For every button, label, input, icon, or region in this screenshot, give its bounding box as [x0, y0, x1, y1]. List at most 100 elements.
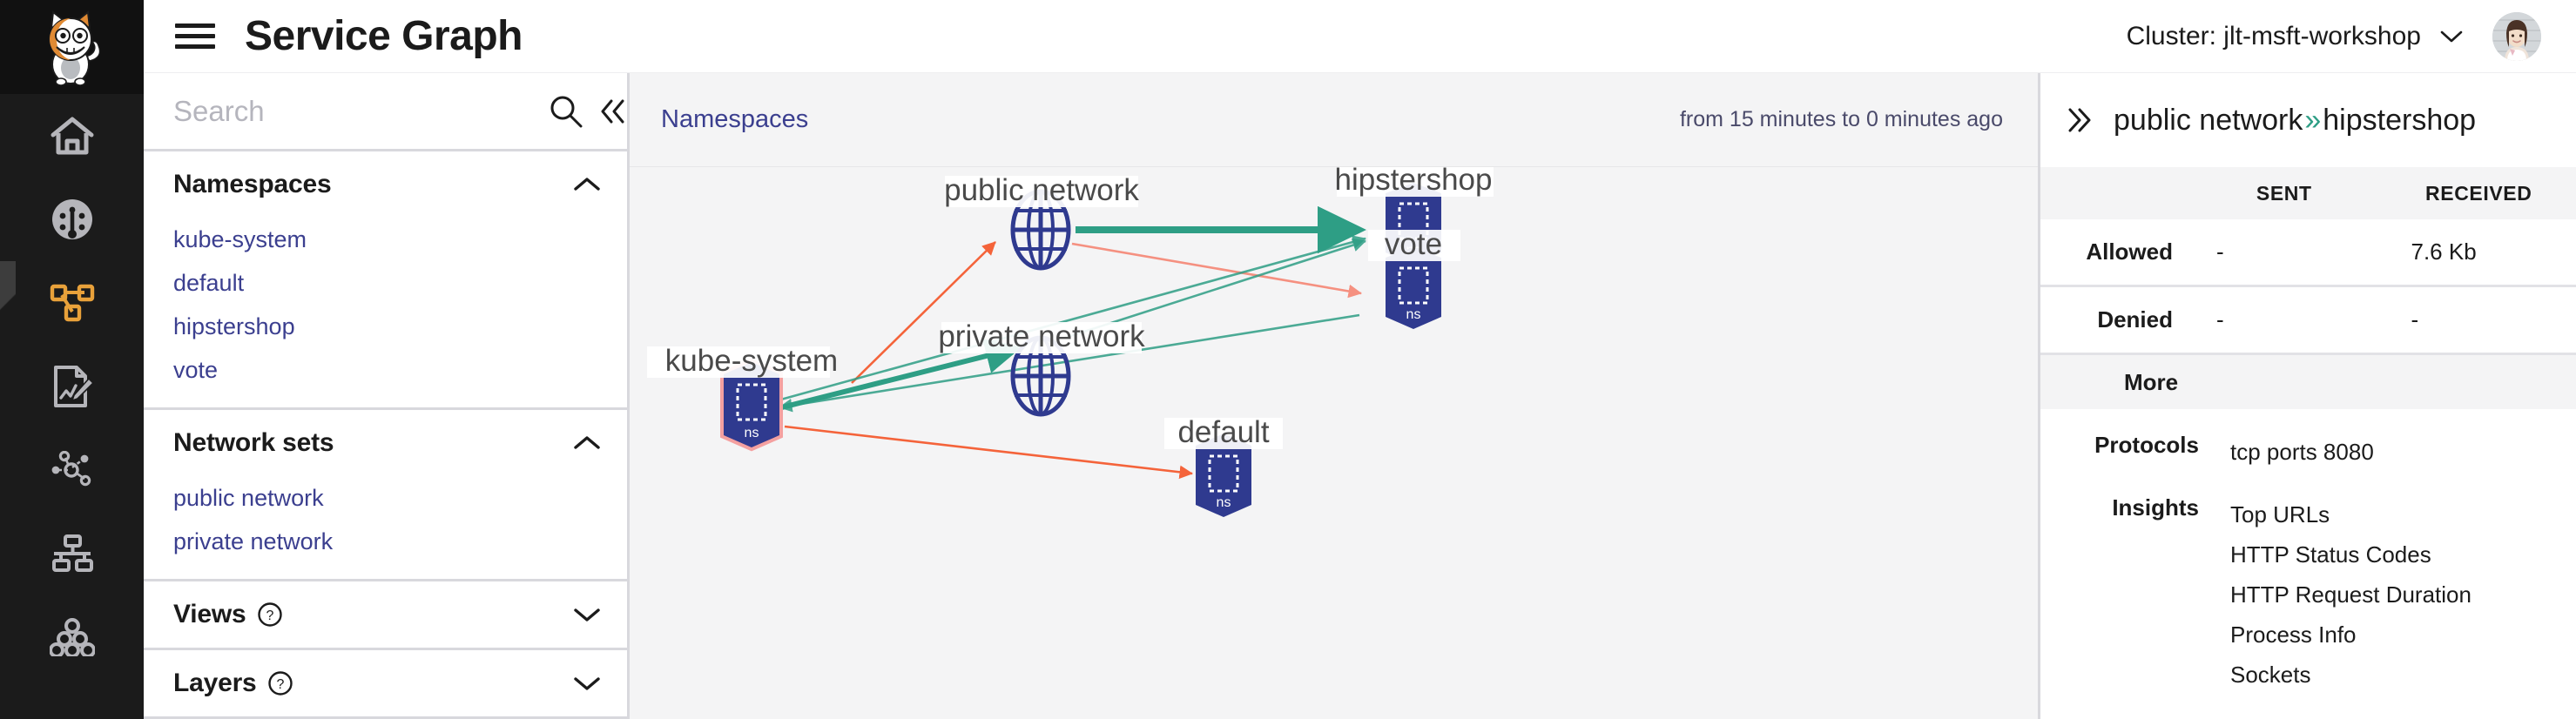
section-title: Network sets — [173, 428, 334, 457]
graph-node-badge: ns — [745, 426, 759, 440]
edge-kube-system-private-network — [781, 339, 1022, 410]
insight-sockets[interactable]: Sockets — [2230, 662, 2311, 688]
protocols-row: Protocols tcp ports 8080 — [2040, 432, 2576, 472]
network-nodes-icon — [51, 451, 91, 487]
section-title: Namespaces — [173, 170, 332, 198]
sidebar-item-private-network[interactable]: private network — [173, 528, 334, 554]
chevron-down-icon[interactable] — [573, 606, 601, 623]
graph-node-default[interactable]: ns default — [1164, 415, 1283, 517]
traffic-table: SENT RECEIVED Allowed - 7.6 Kb Denied - … — [2040, 167, 2576, 355]
graph-node-vote[interactable]: ns vote — [1368, 227, 1460, 329]
sidebar-item-home[interactable] — [0, 94, 144, 178]
graph-edges — [777, 205, 1367, 480]
help-circle-icon[interactable]: ? — [267, 670, 293, 696]
edge-public-network-vote — [1071, 242, 1363, 299]
graph-node-badge: ns — [1217, 495, 1231, 510]
graph-node-kube-system[interactable]: ns kube-system — [647, 344, 838, 452]
sidebar-item-nodes[interactable] — [0, 595, 144, 679]
search-input[interactable] — [173, 94, 543, 128]
insight-process-info[interactable]: Process Info — [2230, 622, 2357, 648]
sidebar-item-network-sets[interactable] — [0, 428, 144, 512]
edge-kube-system-public-network — [851, 241, 996, 384]
detail-panel: public network » hipstershop SENT RECEIV… — [2040, 0, 2576, 719]
search-icon[interactable] — [543, 94, 589, 129]
insights-label: Insights — [2112, 494, 2199, 521]
row-sent: - — [2216, 239, 2224, 265]
graph-node-badge: ns — [1406, 307, 1421, 322]
namespace-panel: Namespaces kube-system default hipstersh… — [144, 0, 630, 719]
sidebar-item-policies[interactable] — [0, 345, 144, 428]
detail-title-target[interactable]: hipstershop — [2323, 103, 2477, 137]
graph-node-label: kube-system — [665, 344, 838, 378]
graph-node-label: private network — [938, 319, 1145, 353]
graph-node-label: vote — [1385, 227, 1442, 261]
chevron-double-left-icon[interactable] — [589, 97, 637, 125]
section-network-sets: Network sets public network private netw… — [144, 410, 627, 581]
cluster-nodes-icon — [49, 618, 95, 656]
top-bar: Service Graph Cluster: jlt-msft-workshop — [144, 0, 2576, 73]
home-icon — [51, 117, 93, 155]
sidebar-item-dashboard[interactable] — [0, 178, 144, 261]
sidebar-item-default[interactable]: default — [173, 270, 245, 296]
graph-node-private-network[interactable]: private network — [938, 319, 1145, 417]
row-sent: - — [2216, 306, 2224, 333]
sidebar-item-vote[interactable]: vote — [173, 357, 219, 383]
breadcrumb[interactable]: Namespaces — [661, 105, 809, 133]
service-graph-svg: public network private network — [647, 167, 1494, 517]
cluster-selector-label: Cluster: jlt-msft-workshop — [2126, 21, 2421, 50]
table-row: Allowed - 7.6 Kb — [2040, 219, 2576, 287]
sidebar-item-service-graph[interactable] — [0, 261, 144, 345]
svg-text:?: ? — [276, 677, 284, 692]
section-header-layers[interactable]: Layers ? — [144, 650, 627, 716]
avatar[interactable] — [2492, 11, 2541, 61]
help-circle-icon[interactable]: ? — [257, 601, 283, 628]
edge-private-network-hipstershop — [1064, 239, 1366, 339]
protocols-value: tcp ports 8080 — [2230, 439, 2374, 465]
graph-area: Namespaces from 15 minutes to 0 minutes … — [630, 0, 2040, 719]
insight-http-status-codes[interactable]: HTTP Status Codes — [2230, 541, 2431, 568]
sidebar-item-public-network[interactable]: public network — [173, 485, 324, 511]
cluster-selector[interactable]: Cluster: jlt-msft-workshop — [2127, 22, 2463, 51]
sidebar-item-topology[interactable] — [0, 512, 144, 595]
insight-top-urls[interactable]: Top URLs — [2230, 501, 2330, 527]
table-col-received: RECEIVED — [2425, 181, 2532, 205]
row-received: - — [2411, 306, 2419, 333]
edge-kube-system-hipstershop — [777, 235, 1367, 402]
table-header-row: SENT RECEIVED — [2040, 167, 2576, 219]
sidebar-item-kube-system[interactable]: kube-system — [173, 226, 307, 252]
dashboard-gauge-icon — [51, 199, 92, 239]
graph-node-public-network[interactable]: public network — [944, 173, 1139, 271]
sitemap-hierarchy-icon — [51, 534, 93, 572]
policy-document-edit-icon — [53, 366, 94, 407]
calico-cat-logo[interactable] — [0, 0, 144, 94]
chevron-down-icon[interactable] — [573, 675, 601, 692]
chevron-up-icon[interactable] — [573, 176, 601, 193]
service-graph-icon — [50, 284, 94, 322]
section-header-namespaces[interactable]: Namespaces — [144, 151, 627, 218]
section-namespaces: Namespaces kube-system default hipstersh… — [144, 151, 627, 410]
chevron-up-icon[interactable] — [573, 434, 601, 452]
edge-kube-system-default — [784, 425, 1194, 480]
section-header-views[interactable]: Views ? — [144, 581, 627, 648]
table-row: Denied - - — [2040, 287, 2576, 355]
section-views: Views ? — [144, 581, 627, 650]
graph-canvas[interactable]: public network private network — [630, 167, 2038, 719]
time-range-label[interactable]: from 15 minutes to 0 minutes ago — [1679, 107, 2003, 131]
chevron-double-right-icon[interactable] — [2065, 106, 2094, 134]
detail-title-source[interactable]: public network — [2114, 103, 2303, 137]
insights-row: Insights Top URLs HTTP Status Codes HTTP… — [2040, 494, 2576, 695]
page-title: Service Graph — [245, 13, 523, 59]
hamburger-icon[interactable] — [175, 22, 229, 51]
insight-http-request-duration[interactable]: HTTP Request Duration — [2230, 581, 2471, 608]
more-section-header[interactable]: More — [2040, 355, 2576, 409]
network-set-list: public network private network — [144, 476, 627, 579]
detail-title: public network » hipstershop — [2114, 104, 2476, 138]
section-header-network-sets[interactable]: Network sets — [144, 410, 627, 476]
insights-list: Top URLs HTTP Status Codes HTTP Request … — [2215, 494, 2576, 695]
graph-node-label: default — [1177, 415, 1269, 449]
row-received: 7.6 Kb — [2411, 239, 2477, 265]
chevron-down-icon — [2440, 30, 2463, 44]
sidebar-item-hipstershop[interactable]: hipstershop — [173, 313, 295, 339]
protocols-label: Protocols — [2094, 432, 2199, 458]
